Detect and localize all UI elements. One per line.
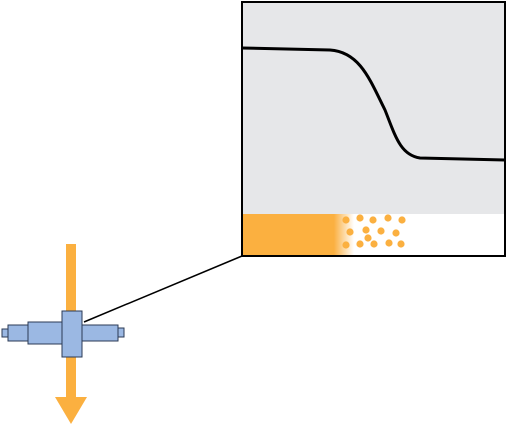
droplet	[398, 216, 406, 224]
droplet	[346, 228, 354, 236]
droplet	[377, 227, 385, 235]
droplet	[370, 240, 378, 248]
droplet	[397, 240, 405, 248]
nozzle-icon	[1, 310, 125, 358]
droplet	[364, 234, 372, 242]
inset-plot-area	[242, 2, 505, 214]
droplet	[342, 216, 350, 224]
droplet	[392, 229, 400, 237]
droplet	[356, 214, 364, 222]
droplet	[369, 216, 377, 224]
pipe-left-tip	[1, 328, 9, 338]
profile-curve	[241, 46, 506, 162]
pipe-right-tip	[117, 327, 125, 338]
pipe-center-body	[61, 310, 83, 358]
zoom-connector-line	[83, 255, 243, 323]
inset-frame	[241, 1, 506, 257]
droplet	[356, 240, 364, 248]
droplet	[384, 214, 392, 222]
zoom-inset	[241, 1, 506, 257]
pipe-left-stub	[7, 324, 29, 342]
liquid-film	[242, 214, 354, 256]
droplet	[362, 226, 370, 234]
droplet	[342, 241, 350, 249]
pipe-left-body	[27, 321, 65, 345]
droplet	[385, 239, 393, 247]
droplet-cluster	[342, 214, 406, 249]
pipe-right-body	[81, 324, 119, 342]
